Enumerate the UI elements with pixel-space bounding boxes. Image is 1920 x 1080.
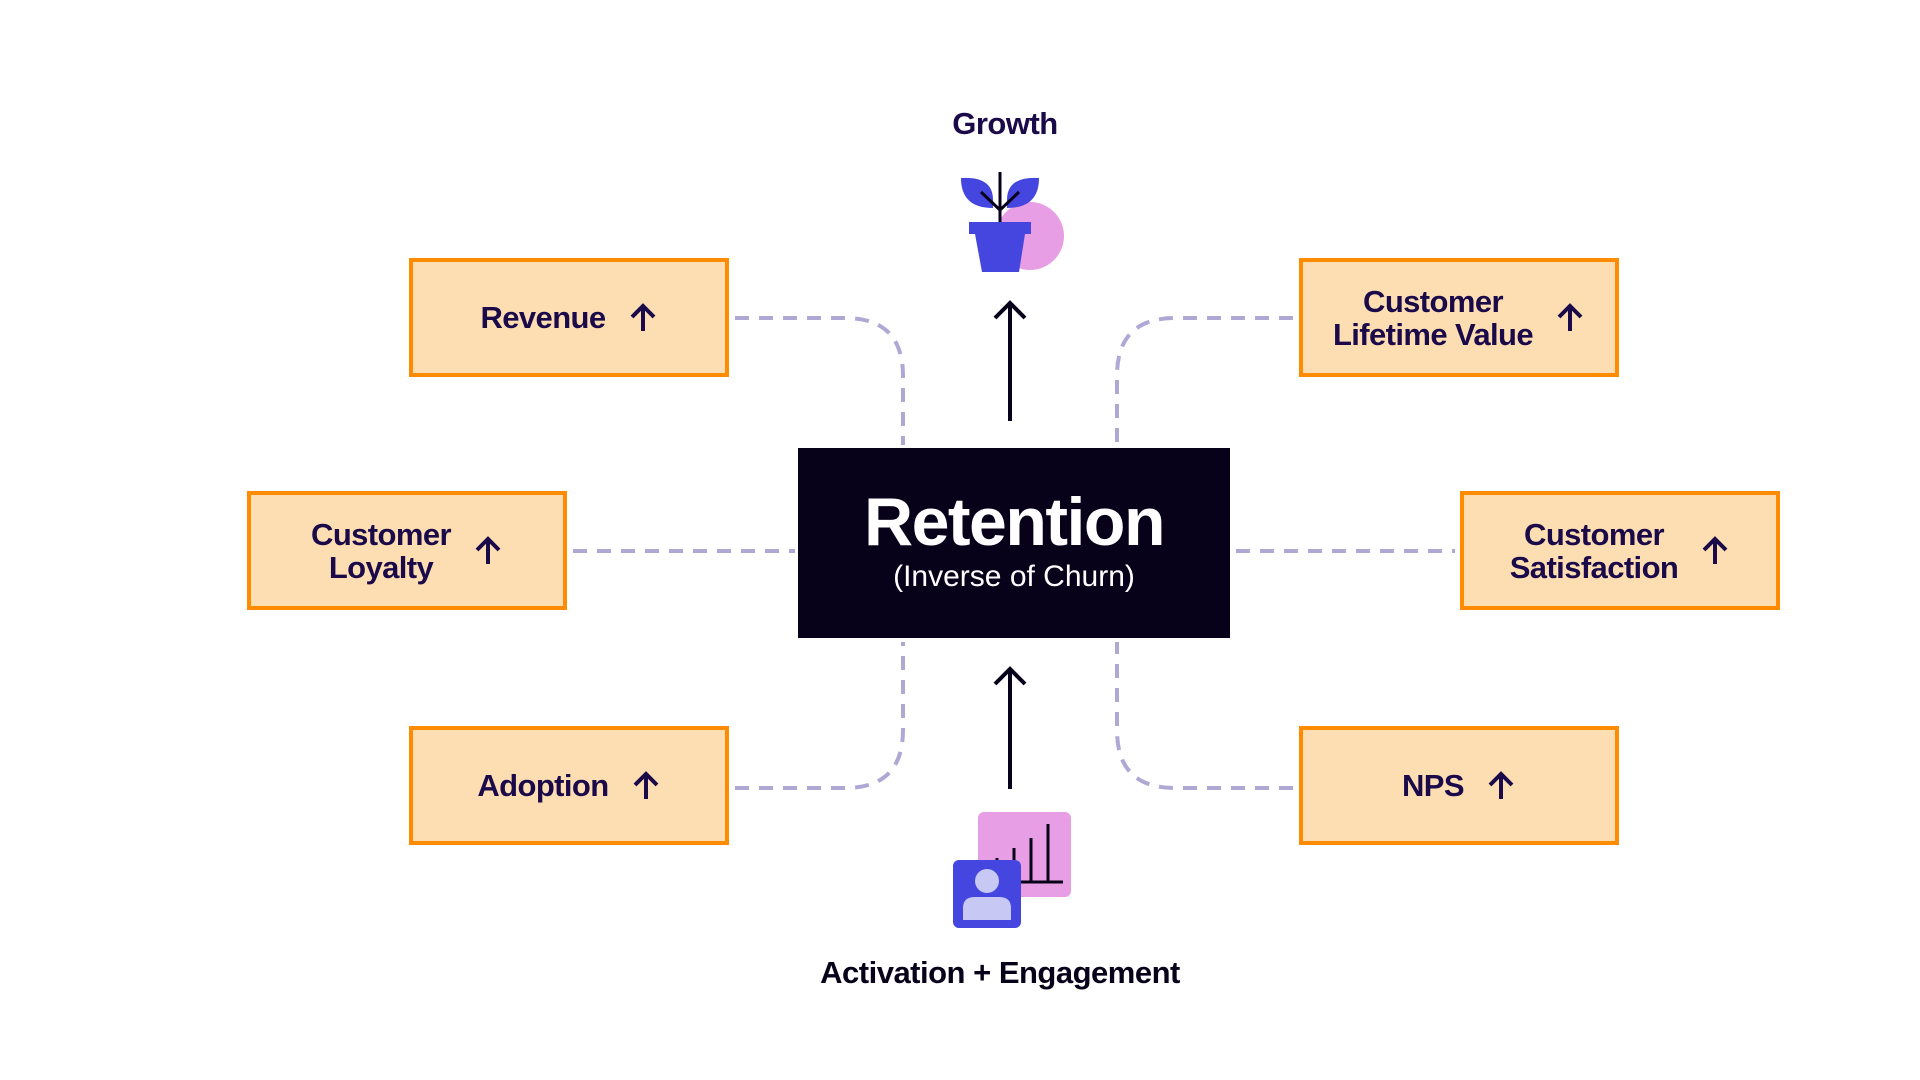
metric-box-revenue[interactable]: Revenue — [409, 258, 729, 377]
arrow-up-icon — [1700, 535, 1730, 566]
metric-label: Customer Satisfaction — [1509, 516, 1679, 585]
activation-engagement-label: Activation + Engagement — [820, 955, 1180, 990]
metric-label: Adoption — [477, 768, 609, 803]
arrow-up-icon — [1555, 302, 1585, 333]
growth-arrow — [993, 300, 1027, 421]
arrow-up-icon — [631, 770, 661, 801]
user-chart-icon — [945, 800, 1085, 935]
connector-adoption — [735, 642, 905, 790]
metric-label: Revenue — [480, 300, 606, 335]
connector-clv — [1115, 316, 1293, 445]
growth-label: Growth — [952, 106, 1058, 141]
engagement-arrow — [993, 666, 1027, 789]
metric-box-nps[interactable]: NPS — [1299, 726, 1619, 845]
connector-nps — [1115, 642, 1293, 790]
metric-label: NPS — [1402, 768, 1465, 803]
metric-box-customer-loyalty[interactable]: Customer Loyalty — [247, 491, 567, 610]
metric-label: Customer Lifetime Value — [1332, 283, 1534, 352]
plant-pot-icon — [955, 170, 1075, 285]
metric-box-adoption[interactable]: Adoption — [409, 726, 729, 845]
connector-revenue — [735, 316, 905, 445]
metric-box-customer-satisfaction[interactable]: Customer Satisfaction — [1460, 491, 1780, 610]
retention-subtitle: (Inverse of Churn) — [893, 560, 1135, 593]
retention-title: Retention — [863, 484, 1166, 560]
retention-center-box[interactable]: Retention (Inverse of Churn) — [798, 448, 1230, 638]
metric-box-customer-lifetime-value[interactable]: Customer Lifetime Value — [1299, 258, 1619, 377]
arrow-up-icon — [473, 535, 503, 566]
arrow-up-icon — [628, 302, 658, 333]
arrow-up-icon — [1486, 770, 1516, 801]
metric-label: Customer Loyalty — [311, 516, 452, 585]
